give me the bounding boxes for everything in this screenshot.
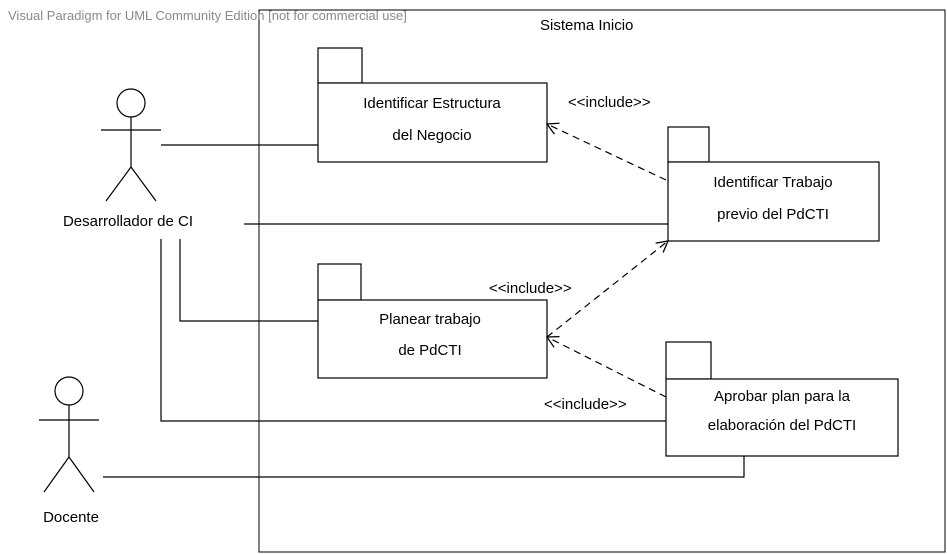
- include-arrow-trabajo-to-estructura[interactable]: [545, 122, 667, 181]
- package-body: [667, 161, 880, 242]
- package-tab: [667, 126, 710, 163]
- watermark-text: Visual Paradigm for UML Community Editio…: [8, 8, 407, 23]
- association-docente-aprobar[interactable]: [103, 456, 745, 478]
- package-aprobar-plan[interactable]: Aprobar plan para la elaboración del PdC…: [665, 341, 899, 457]
- actor-desarrollador[interactable]: Desarrollador de CI: [63, 88, 193, 230]
- include-arrow-planear-to-trabajo[interactable]: [546, 240, 670, 338]
- package-label-line2: elaboración del PdCTI: [708, 417, 856, 434]
- include-label: <<include>>: [568, 94, 651, 111]
- stick-figure-icon: [39, 376, 99, 493]
- package-label-line2: de PdCTI: [398, 342, 461, 359]
- package-label-line1: Aprobar plan para la: [714, 388, 851, 405]
- actor-docente[interactable]: Docente: [39, 376, 99, 526]
- include-label: <<include>>: [489, 280, 572, 297]
- package-label-line1: Planear trabajo: [379, 311, 481, 328]
- package-label-line2: del Negocio: [392, 127, 471, 144]
- associations: [103, 144, 745, 478]
- include-arrow-aprobar-to-planear[interactable]: [545, 335, 667, 398]
- package-body: [665, 378, 899, 457]
- package-body: [317, 82, 548, 163]
- package-tab: [317, 47, 363, 84]
- package-label-line1: Identificar Trabajo: [713, 174, 832, 191]
- stick-figure-icon: [101, 88, 161, 202]
- package-tab: [317, 263, 362, 301]
- package-tab: [665, 341, 712, 380]
- package-label-line1: Identificar Estructura: [363, 95, 501, 112]
- association-desarrollador-aprobar[interactable]: [160, 239, 666, 422]
- actor-label: Desarrollador de CI: [63, 213, 193, 230]
- package-label-line2: previo del PdCTI: [717, 206, 829, 223]
- association-desarrollador-planear[interactable]: [179, 239, 318, 322]
- package-identificar-trabajo-previo[interactable]: Identificar Trabajo previo del PdCTI: [667, 126, 880, 242]
- include-label: <<include>>: [544, 396, 627, 413]
- include-dependencies: [545, 122, 670, 398]
- actor-label: Docente: [43, 509, 99, 526]
- system-title: Sistema Inicio: [540, 17, 633, 34]
- package-identificar-estructura[interactable]: Identificar Estructura del Negocio: [317, 47, 548, 163]
- system-boundary: [258, 9, 946, 553]
